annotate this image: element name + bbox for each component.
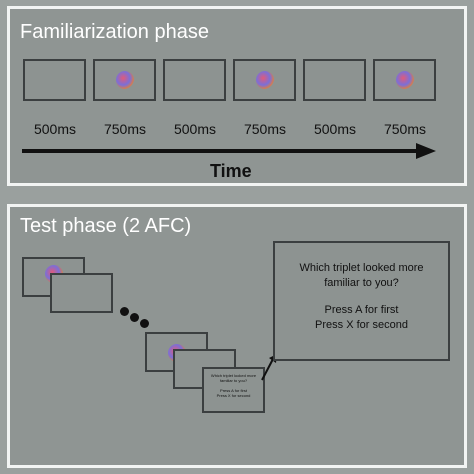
question-line-2: familiar to you?	[324, 277, 399, 289]
ellipsis-dot-2	[130, 313, 139, 322]
stimulus-blob-1	[116, 71, 134, 89]
stimulus-blob-3	[396, 71, 414, 89]
small-option-x: Press X for second	[216, 393, 251, 398]
blank-frame-2	[163, 59, 226, 101]
duration-label-1: 500ms	[33, 121, 77, 137]
ellipsis-dot-3	[140, 319, 149, 328]
duration-label-2: 750ms	[103, 121, 147, 137]
response-question: Which triplet looked more familiar to yo…	[275, 261, 448, 333]
small-question-frame: Which triplet looked more familiar to yo…	[202, 367, 265, 413]
stimulus-blob-2	[256, 71, 274, 89]
ellipsis-dot-1	[120, 307, 129, 316]
small-question-line-2: familiar to you?	[219, 378, 248, 383]
blank-frame-3	[303, 59, 366, 101]
familiarization-title: Familiarization phase	[20, 21, 209, 43]
duration-label-5: 500ms	[313, 121, 357, 137]
time-arrow	[22, 143, 436, 159]
option-x-instruction: Press X for second	[315, 319, 408, 331]
small-question-line-1: Which triplet looked more	[210, 373, 257, 378]
duration-label-4: 750ms	[243, 121, 287, 137]
time-label: Time	[210, 161, 252, 181]
familiarization-panel: Familiarization phase 500ms 750ms 500ms …	[7, 6, 467, 186]
small-option-a: Press A for first	[220, 388, 247, 393]
option-a-instruction: Press A for first	[324, 304, 399, 316]
duration-label-3: 500ms	[173, 121, 217, 137]
stimulus-frame-2	[233, 59, 296, 101]
stimulus-frame-3	[373, 59, 436, 101]
test-panel: Test phase (2 AFC) Which triplet looked …	[7, 204, 467, 468]
response-screen: Which triplet looked more familiar to yo…	[273, 241, 450, 361]
blank-frame-1	[23, 59, 86, 101]
small-question-text: Which triplet looked more familiar to yo…	[204, 373, 263, 398]
test-title: Test phase (2 AFC)	[20, 215, 192, 237]
test-frame-2	[50, 273, 113, 313]
stimulus-frame-1	[93, 59, 156, 101]
duration-label-6: 750ms	[383, 121, 427, 137]
question-line-1: Which triplet looked more	[299, 262, 424, 274]
